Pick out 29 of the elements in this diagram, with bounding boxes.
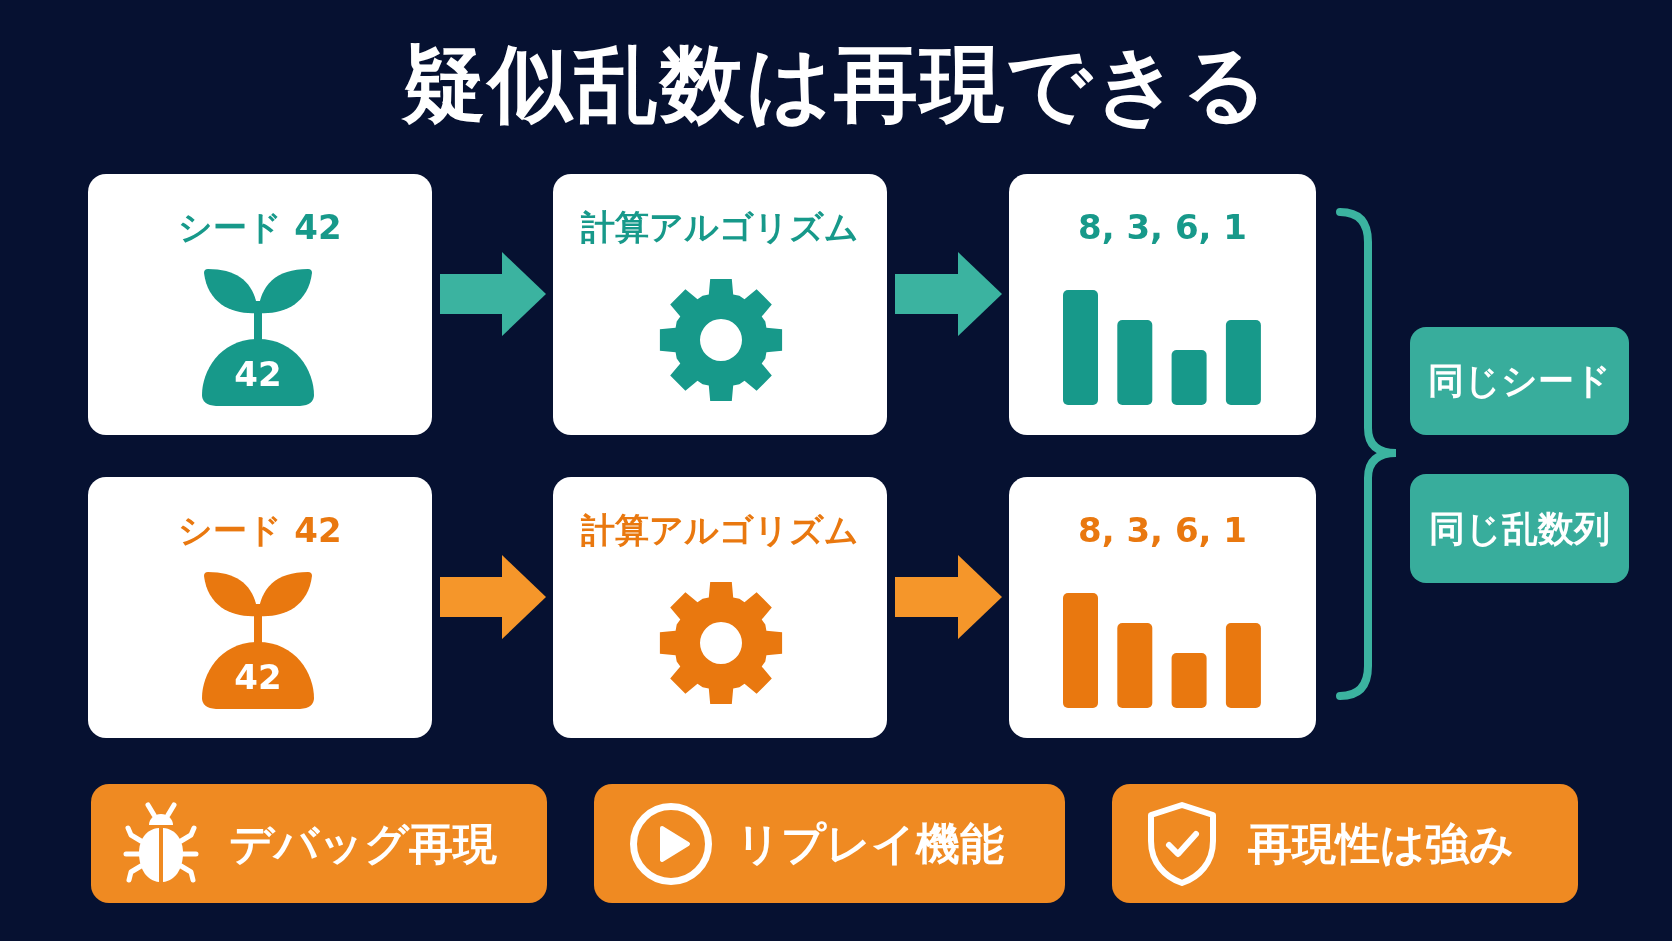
- card-title: シード 42: [178, 511, 342, 551]
- banner-label: デバッグ再現: [229, 818, 497, 869]
- card-title: 計算アルゴリズム: [581, 208, 859, 248]
- banner-label: 再現性は強み: [1248, 818, 1514, 869]
- card-title: 8, 3, 6, 1: [1078, 208, 1247, 248]
- block-arrow: [440, 555, 546, 640]
- seed-card: [88, 174, 432, 435]
- algorithm-card: [553, 174, 887, 435]
- seed-card: [88, 477, 432, 738]
- result-tag: [1410, 327, 1629, 435]
- feature-banner: [594, 784, 1065, 903]
- block-arrow: [440, 252, 546, 337]
- card-title: シード 42: [178, 208, 342, 248]
- feature-banner: [1112, 784, 1578, 903]
- output-card: [1009, 174, 1316, 435]
- block-arrow: [895, 252, 1002, 337]
- result-tag: [1410, 474, 1629, 583]
- slide-title: 疑似乱数は再現できる: [402, 38, 1270, 131]
- feature-banner: [91, 784, 547, 903]
- card-title: 計算アルゴリズム: [581, 511, 859, 551]
- seed-number: 42: [234, 658, 282, 698]
- output-card: [1009, 477, 1316, 738]
- algorithm-card: [553, 477, 887, 738]
- banner-label: リプレイ機能: [736, 818, 1004, 869]
- seed-number: 42: [234, 355, 282, 395]
- card-title: 8, 3, 6, 1: [1078, 511, 1247, 551]
- tag-label: 同じシード: [1428, 360, 1611, 402]
- block-arrow: [895, 555, 1002, 640]
- tag-label: 同じ乱数列: [1429, 507, 1610, 550]
